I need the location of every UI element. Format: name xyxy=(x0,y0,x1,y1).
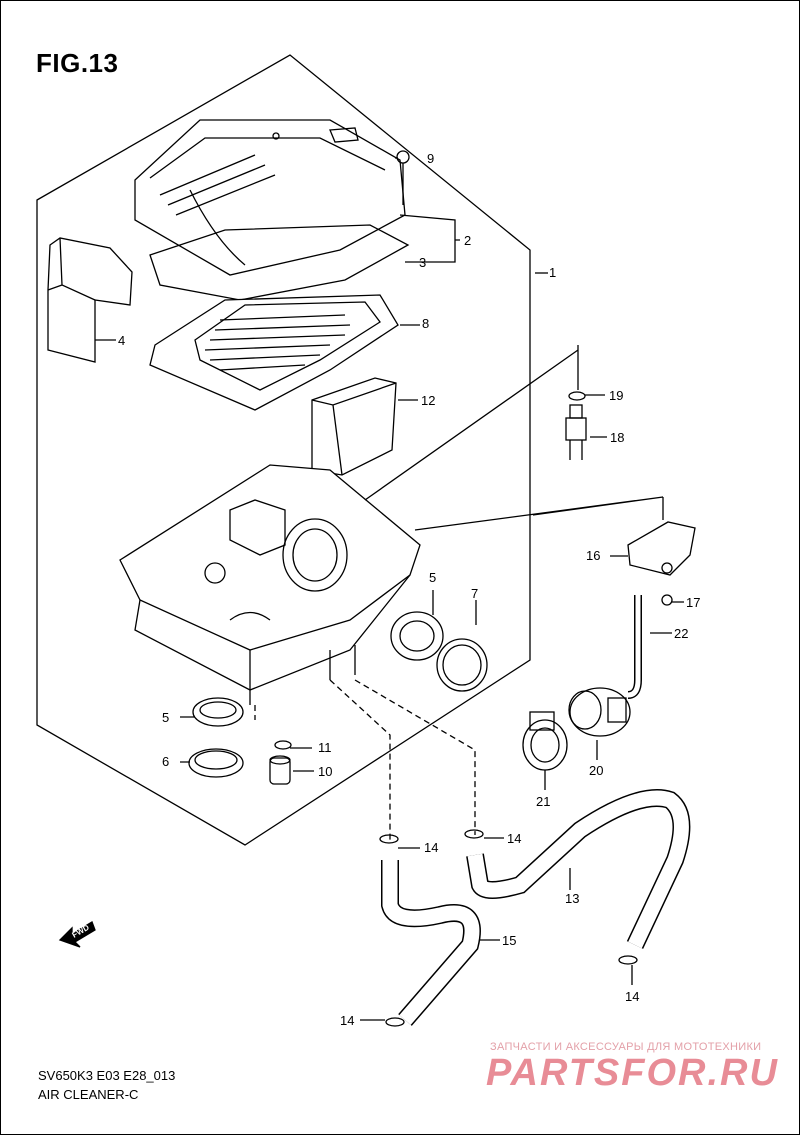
callout-17: 17 xyxy=(686,595,700,610)
assembly-name-label: AIR CLEANER-C xyxy=(38,1087,139,1102)
callout-4: 4 xyxy=(118,333,125,348)
clamp-part-7 xyxy=(436,638,488,692)
case-part-1 xyxy=(119,464,421,705)
callout-8: 8 xyxy=(422,316,429,331)
foam-part-12 xyxy=(311,377,397,476)
clip-part-11 xyxy=(274,740,292,750)
figure-title: FIG.13 xyxy=(36,48,119,78)
ring-part-5-right xyxy=(390,611,444,661)
filter-part-8 xyxy=(149,294,399,411)
washer-part-19 xyxy=(568,391,586,401)
watermark-logo: PARTSFOR.RU xyxy=(486,1052,779,1094)
plug-part-10 xyxy=(269,755,291,785)
clamp-part-21 xyxy=(522,711,568,771)
callout-12: 12 xyxy=(421,393,435,408)
callout-20: 20 xyxy=(589,763,603,778)
valve-part-20 xyxy=(568,687,631,737)
callout-16: 16 xyxy=(586,548,600,563)
callout-1: 1 xyxy=(549,265,556,280)
callout-15: 15 xyxy=(502,933,516,948)
ring-part-5-left xyxy=(192,697,244,727)
cover-part-2 xyxy=(134,119,406,276)
callout-21: 21 xyxy=(536,794,550,809)
callout-13: 13 xyxy=(565,891,579,906)
sensor-part-18 xyxy=(565,404,587,460)
forward-arrow-icon: FWD xyxy=(58,921,96,948)
model-code-label: SV650K3 E03 E28_013 xyxy=(38,1068,176,1083)
callout-10: 10 xyxy=(318,764,332,779)
watermark-tagline: ЗАПЧАСТИ И АКСЕССУАРЫ ДЛЯ МОТОТЕХНИКИ xyxy=(490,1041,762,1053)
gasket-part-3 xyxy=(149,224,410,301)
callout-2: 2 xyxy=(464,233,471,248)
callout-5a: 5 xyxy=(429,570,436,585)
sensor-part-16 xyxy=(627,521,696,576)
callout-5b: 5 xyxy=(162,710,169,725)
bolt-part-17 xyxy=(661,594,673,606)
callout-6: 6 xyxy=(162,754,169,769)
callout-14c: 14 xyxy=(625,989,639,1004)
callout-7: 7 xyxy=(471,586,478,601)
callout-14d: 14 xyxy=(340,1013,354,1028)
screw-part-9 xyxy=(396,150,410,205)
callout-18: 18 xyxy=(610,430,624,445)
callout-19: 19 xyxy=(609,388,623,403)
callout-22: 22 xyxy=(674,626,688,641)
callout-3: 3 xyxy=(419,255,426,270)
clamp-part-6 xyxy=(188,748,244,778)
callout-14a: 14 xyxy=(424,840,438,855)
callout-11: 11 xyxy=(318,740,332,755)
duct-part-4 xyxy=(47,237,133,363)
callout-9: 9 xyxy=(427,151,434,166)
assembly-boundary xyxy=(36,54,531,846)
callout-14b: 14 xyxy=(507,831,521,846)
